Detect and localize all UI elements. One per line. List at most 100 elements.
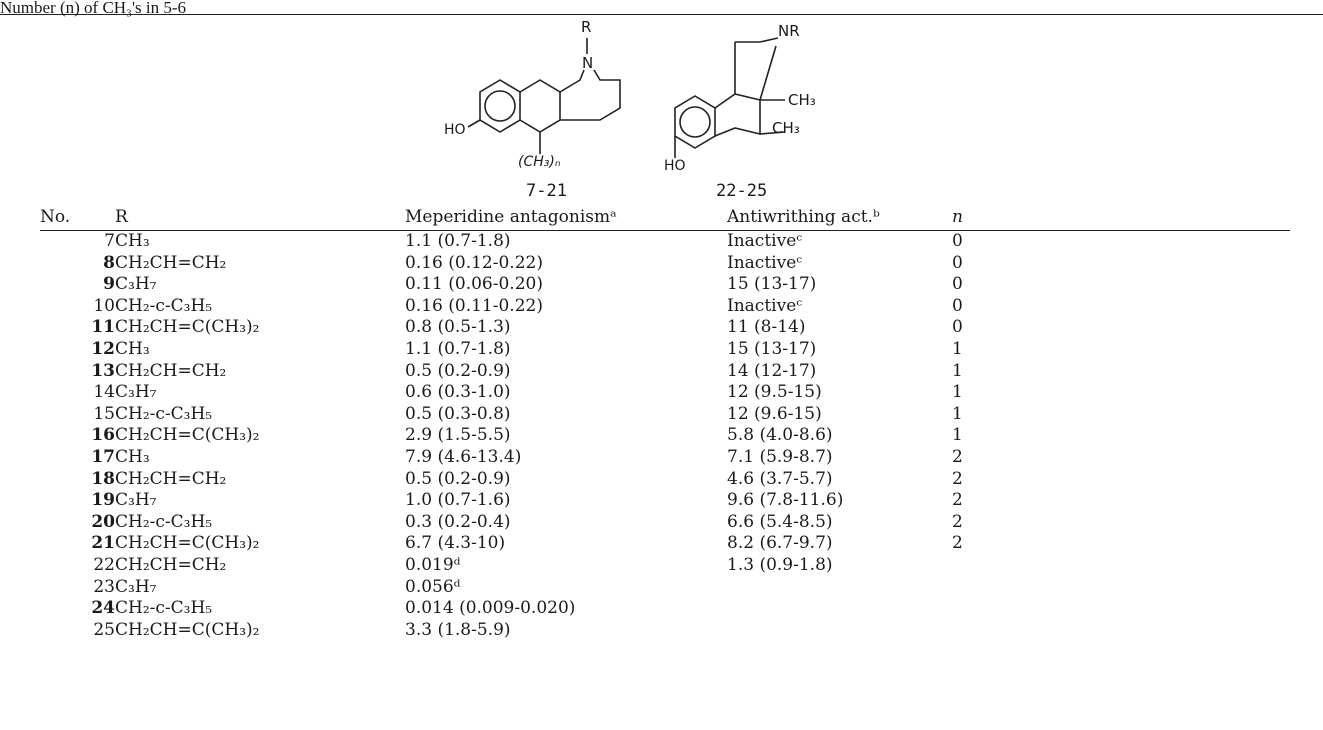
cell-meperidine: 7.9 (4.6-13.4) [405, 446, 522, 467]
cell-no: 15 [93, 403, 115, 424]
cell-n: 2 [952, 490, 963, 511]
atom-ch3-lower: CH₃ [772, 119, 800, 137]
cell-n: 1 [952, 382, 963, 403]
cell-meperidine: 1.0 (0.7-1.6) [405, 490, 511, 511]
cell-r: CH₂-c-C₃H₅ [115, 511, 213, 532]
cell-no: 25 [93, 619, 115, 640]
cell-no: 11 [91, 317, 115, 338]
atom-ho-right: HO [664, 158, 686, 174]
cell-meperidine: 6.7 (4.3-10) [405, 533, 506, 554]
cell-n: 1 [952, 360, 963, 381]
cell-r: C₃H₇ [115, 382, 157, 403]
cell-r: CH₂CH=C(CH₃)₂ [115, 619, 260, 640]
cell-antiwrithing: 6.6 (5.4-8.5) [727, 511, 833, 532]
cell-n: 2 [952, 468, 963, 489]
cell-n: 0 [952, 317, 963, 338]
cell-antiwrithing: 12 (9.6-15) [727, 403, 822, 424]
cell-no: 13 [91, 360, 115, 381]
cell-r: CH₂-c-C₃H₅ [115, 295, 213, 316]
cell-meperidine: 0.11 (0.06-0.20) [405, 274, 543, 295]
cell-meperidine: 1.1 (0.7-1.8) [405, 338, 511, 359]
cell-n [952, 577, 1290, 599]
cell-antiwrithing: 4.6 (3.7-5.7) [727, 468, 833, 489]
cell-no: 20 [91, 511, 115, 532]
cell-meperidine: 0.16 (0.12-0.22) [405, 252, 543, 273]
cell-antiwrithing: 15 (13-17) [727, 274, 817, 295]
cell-meperidine: 0.16 (0.11-0.22) [405, 295, 543, 316]
label-7-21: 7-21 [526, 181, 567, 201]
cell-no: 8 [103, 252, 115, 273]
top-rule [0, 14, 1323, 15]
cell-antiwrithing: 7.1 (5.9-8.7) [727, 446, 833, 467]
table-caption: Number (n) of CH₃'s in 5-6 [0, 0, 187, 17]
structure-7-21-drawing [467, 37, 786, 158]
cell-n: 0 [952, 252, 963, 273]
cell-r: CH₂-c-C₃H₅ [115, 598, 213, 619]
cell-antiwrithing: 9.6 (7.8-11.6) [727, 490, 844, 511]
cell-n: 1 [952, 403, 963, 424]
cell-meperidine: 2.9 (1.5-5.5) [405, 425, 511, 446]
atom-r: R [581, 18, 592, 36]
cell-r: CH₂CH=CH₂ [115, 554, 227, 575]
cell-n: 1 [952, 425, 963, 446]
cell-meperidine: 0.014 (0.009-0.020) [405, 598, 576, 619]
header-meperidine: Meperidine antagonismᵃ [405, 206, 727, 231]
cell-meperidine: 3.3 (1.8-5.9) [405, 619, 511, 640]
cell-no: 18 [91, 468, 115, 489]
cell-antiwrithing: 11 (8-14) [727, 317, 806, 338]
cell-antiwrithing: Inactiveᶜ [727, 252, 803, 273]
cell-antiwrithing: Inactiveᶜ [727, 231, 803, 251]
cell-r: CH₂CH=CH₂ [115, 468, 227, 489]
cell-antiwrithing: 12 (9.5-15) [727, 382, 822, 403]
cell-r: CH₂-c-C₃H₅ [115, 403, 213, 424]
cell-meperidine: 0.5 (0.2-0.9) [405, 468, 511, 489]
cell-n: 2 [952, 446, 963, 467]
cell-no: 22 [93, 554, 115, 575]
cell-antiwrithing [727, 620, 952, 642]
cell-r: CH₂CH=CH₂ [115, 252, 227, 273]
cell-meperidine: 0.5 (0.2-0.9) [405, 360, 511, 381]
cell-n: 2 [952, 533, 963, 554]
cell-r: C₃H₇ [115, 576, 157, 597]
cell-meperidine: 0.6 (0.3-1.0) [405, 382, 511, 403]
cell-no: 19 [91, 490, 115, 511]
atom-ch3n: (CH₃)ₙ [518, 154, 561, 170]
cell-no: 21 [91, 533, 115, 554]
atom-ch3-upper: CH₃ [788, 91, 816, 109]
header-antiwrithing: Antiwrithing act.ᵇ [727, 206, 952, 231]
cell-r: C₃H₇ [115, 274, 157, 295]
cell-r: C₃H₇ [115, 490, 157, 511]
cell-r: CH₂CH=CH₂ [115, 360, 227, 381]
cell-no: 7 [104, 231, 115, 251]
cell-r: CH₂CH=C(CH₃)₂ [115, 317, 260, 338]
cell-no: 12 [91, 338, 115, 359]
cell-meperidine: 0.3 (0.2-0.4) [405, 511, 511, 532]
label-22-25: 22-25 [716, 181, 768, 201]
cell-meperidine: 1.1 (0.7-1.8) [405, 231, 511, 251]
header-r: R [115, 206, 405, 231]
cell-antiwrithing: 15 (13-17) [727, 338, 817, 359]
table-header-row: No. R Meperidine antagonismᵃ Antiwrithin… [40, 206, 1290, 231]
structure-figure: R N HO (CH₃)ₙ NR CH₃ CH₃ HO 7-21 22-25 [0, 16, 1323, 211]
header-no: No. [40, 206, 115, 231]
cell-antiwrithing: 1.3 (0.9-1.8) [727, 554, 833, 575]
cell-no: 17 [91, 446, 115, 467]
cell-n [952, 555, 1290, 577]
cell-r: CH₃ [115, 338, 150, 359]
cell-meperidine: 0.019ᵈ [405, 554, 461, 575]
results-table: No. R Meperidine antagonismᵃ Antiwrithin… [40, 206, 1290, 641]
header-n: n [952, 206, 1290, 231]
cell-meperidine: 0.8 (0.5-1.3) [405, 317, 511, 338]
